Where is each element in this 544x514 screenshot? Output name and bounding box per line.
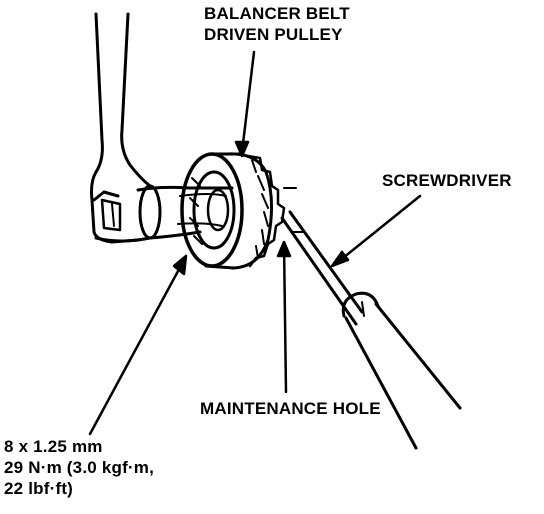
spec-line1: 8 x 1.25 mm <box>4 437 103 456</box>
spec-line2: 29 N·m (3.0 kgf·m, <box>4 458 155 477</box>
spec-line3: 22 lbf·ft) <box>4 479 74 498</box>
bolt-torque-spec-label: 8 x 1.25 mm 29 N·m (3.0 kgf·m, 22 lbf·ft… <box>4 436 154 499</box>
wrench <box>90 12 152 244</box>
balancer-belt-driven-pulley-label: BALANCER BELT DRIVEN PULLEY <box>204 3 350 45</box>
pulley-label-line1: BALANCER BELT <box>204 4 350 23</box>
screwdriver <box>280 210 462 450</box>
maintenance-hole-label: MAINTENANCE HOLE <box>200 399 381 418</box>
pulley <box>180 152 286 270</box>
bolt-shaft <box>136 184 234 240</box>
leader-lines <box>88 50 422 436</box>
pulley-label-line2: DRIVEN PULLEY <box>204 25 343 44</box>
screwdriver-label: SCREWDRIVER <box>382 171 512 190</box>
